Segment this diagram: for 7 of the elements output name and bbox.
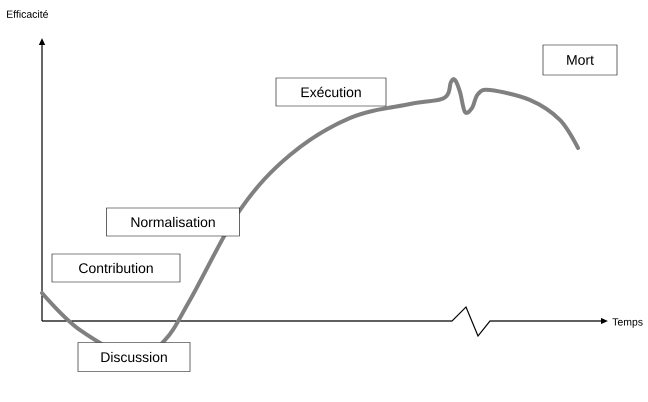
stage-box: Mort	[542, 44, 618, 76]
axis-label: Temps	[612, 318, 643, 328]
stage-box: Exécution	[276, 78, 386, 106]
axis-label: Efficacité	[7, 10, 48, 18]
stage-box: Contribution	[52, 254, 180, 282]
stage-box: Discussion	[78, 342, 190, 372]
stage-box: Normalisation	[106, 208, 240, 236]
